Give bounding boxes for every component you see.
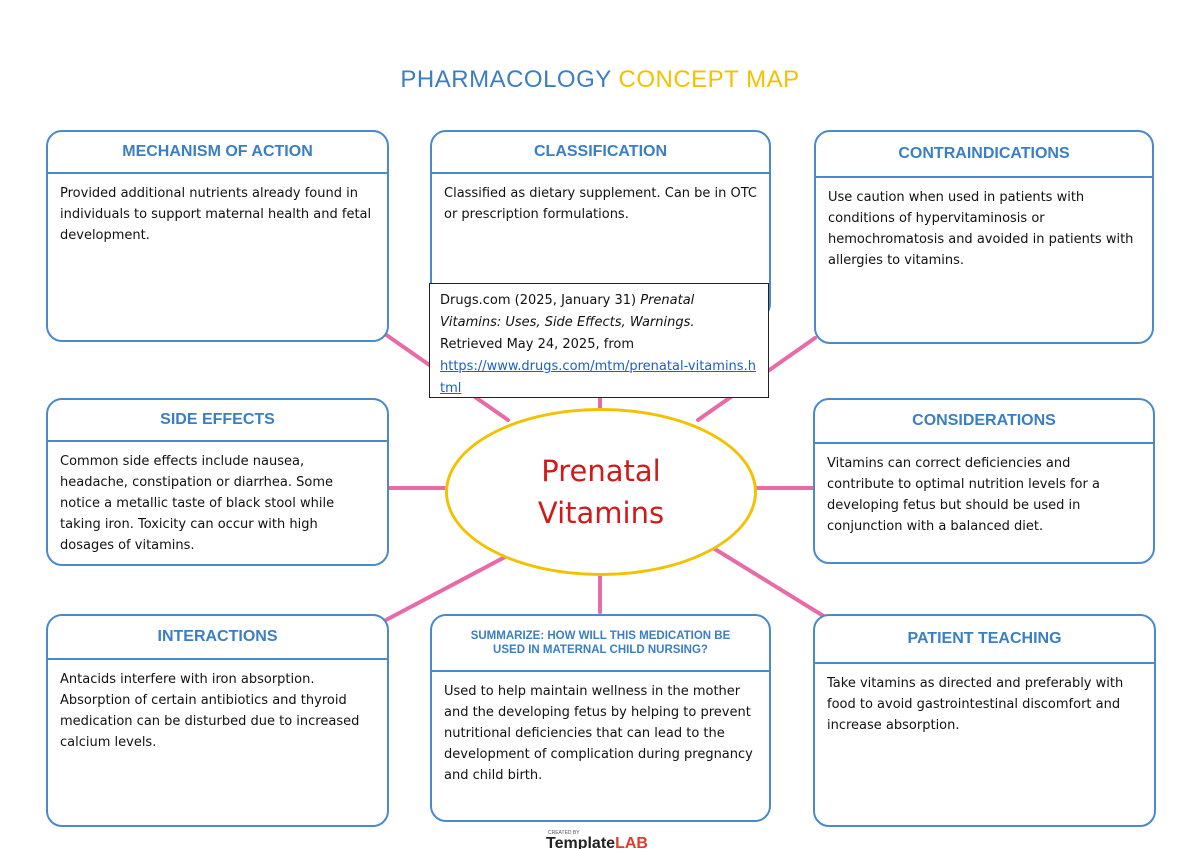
side-effects-text: Common side effects include nausea, head… xyxy=(60,454,335,553)
center-topic: Prenatal Vitamins xyxy=(445,408,757,576)
interactions-text: Antacids interfere with iron absorption.… xyxy=(60,672,360,750)
mechanism-of-action-box: MECHANISM OF ACTION Provided additional … xyxy=(46,130,389,342)
patient-teaching-header: PATIENT TEACHING xyxy=(815,616,1154,664)
contraindications-box: CONTRAINDICATIONS Use caution when used … xyxy=(814,130,1154,344)
considerations-header: CONSIDERATIONS xyxy=(815,400,1153,444)
contraindications-header: CONTRAINDICATIONS xyxy=(816,132,1152,178)
mechanism-of-action-header: MECHANISM OF ACTION xyxy=(48,132,387,174)
side-effects-box: SIDE EFFECTS Common side effects include… xyxy=(46,398,389,566)
citation-suffix: Retrieved May 24, 2025, from xyxy=(440,337,634,352)
interactions-box: INTERACTIONS Antacids interfere with iro… xyxy=(46,614,389,827)
citation-prefix: Drugs.com (2025, January 31) xyxy=(440,293,641,308)
templatelab-logo: CREATED BY TemplateLAB xyxy=(546,830,676,849)
center-topic-line1: Prenatal xyxy=(541,454,661,488)
page-title: PHARMACOLOGY CONCEPT MAP xyxy=(0,66,1200,94)
center-topic-line2: Vitamins xyxy=(537,496,665,530)
logo-template: Template xyxy=(546,835,616,849)
patient-teaching-text: Take vitamins as directed and preferably… xyxy=(827,676,1124,733)
mechanism-of-action-text: Provided additional nutrients already fo… xyxy=(60,186,372,243)
summarize-text: Used to help maintain wellness in the mo… xyxy=(444,684,753,783)
interactions-header: INTERACTIONS xyxy=(48,616,387,660)
connector-patient-teaching xyxy=(695,536,832,622)
summarize-header: SUMMARIZE: HOW WILL THIS MEDICATION BE U… xyxy=(432,616,769,672)
citation-box: Drugs.com (2025, January 31) Prenatal Vi… xyxy=(429,283,769,398)
contraindications-text: Use caution when used in patients with c… xyxy=(828,190,1134,268)
citation-title: Prenatal Vitamins: Uses, Side Effects, W… xyxy=(440,293,695,330)
logo-created-by: CREATED BY xyxy=(548,830,580,836)
classification-header: CLASSIFICATION xyxy=(432,132,769,174)
logo-lab: LAB xyxy=(615,835,648,849)
title-part-concept-map: CONCEPT MAP xyxy=(618,66,800,93)
patient-teaching-box: PATIENT TEACHING Take vitamins as direct… xyxy=(813,614,1156,827)
considerations-box: CONSIDERATIONS Vitamins can correct defi… xyxy=(813,398,1155,564)
connector-interactions xyxy=(384,555,507,622)
logo-wordmark: TemplateLAB xyxy=(546,835,648,849)
considerations-text: Vitamins can correct deficiencies and co… xyxy=(827,456,1100,534)
citation-link[interactable]: https://www.drugs.com/mtm/prenatal-vitam… xyxy=(440,359,756,396)
title-part-pharmacology: PHARMACOLOGY xyxy=(400,66,612,93)
summarize-box: SUMMARIZE: HOW WILL THIS MEDICATION BE U… xyxy=(430,614,771,822)
side-effects-header: SIDE EFFECTS xyxy=(48,400,387,442)
classification-text: Classified as dietary supplement. Can be… xyxy=(444,186,758,222)
